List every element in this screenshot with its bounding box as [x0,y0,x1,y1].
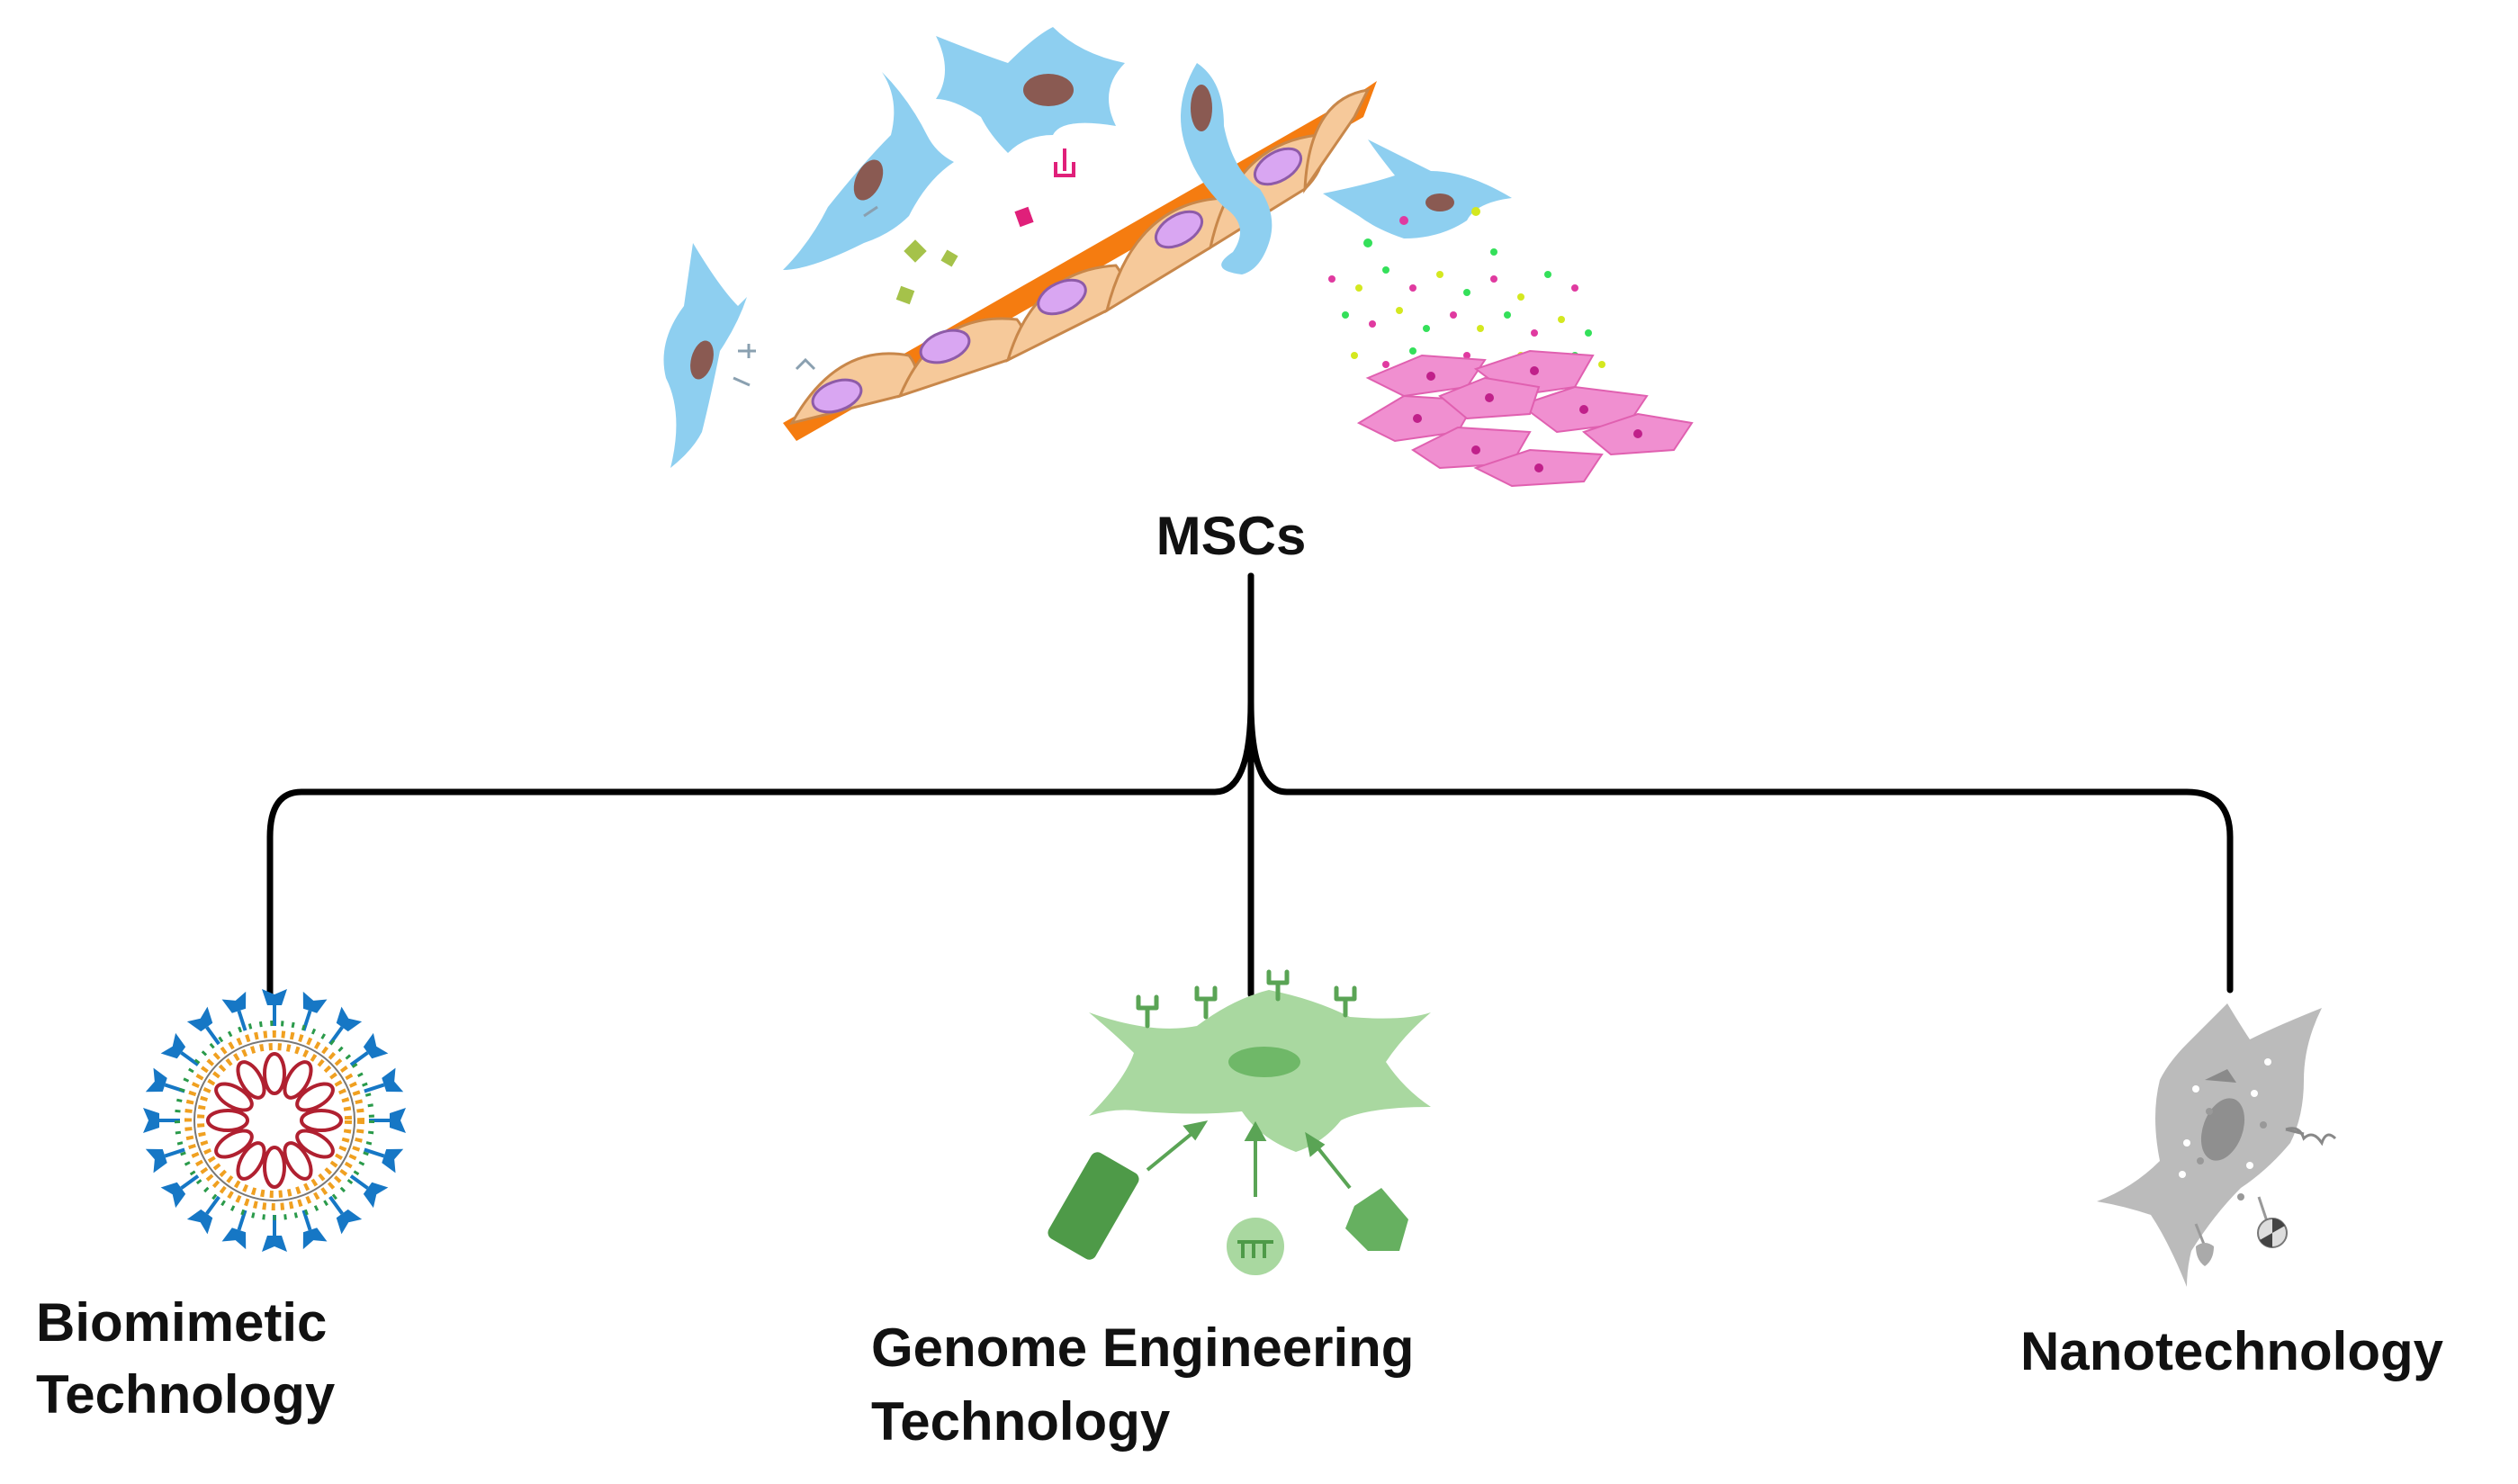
connector-left [266,572,1255,998]
branch-label-biomimetic-line-2: Technology [36,1364,336,1425]
nanoparticle-loaded-cell-icon [2097,1003,2337,1287]
connector-right [1247,572,2234,994]
tree-connectors [266,572,2234,998]
branch-label-nanotechnology: Nanotechnology [2020,1321,2444,1381]
biomimetic-nanoparticle-icon [143,989,406,1252]
branch-label-biomimetic: Biomimetic Technology [36,1292,342,1425]
msc-homing-illustration-icon [663,27,1694,488]
branch-label-biomimetic-line-1: Biomimetic [36,1292,327,1353]
branch-label-genome-line-1: Genome Engineering [871,1318,1414,1378]
engineered-cell-icon [1048,969,1431,1275]
branch-label-genome-line-2: Technology [871,1391,1171,1452]
root-label: MSCs [1156,506,1307,566]
branch-label-genome-engineering: Genome Engineering Technology [871,1318,1429,1452]
branch-label-nanotechnology-line-1: Nanotechnology [2020,1321,2444,1381]
